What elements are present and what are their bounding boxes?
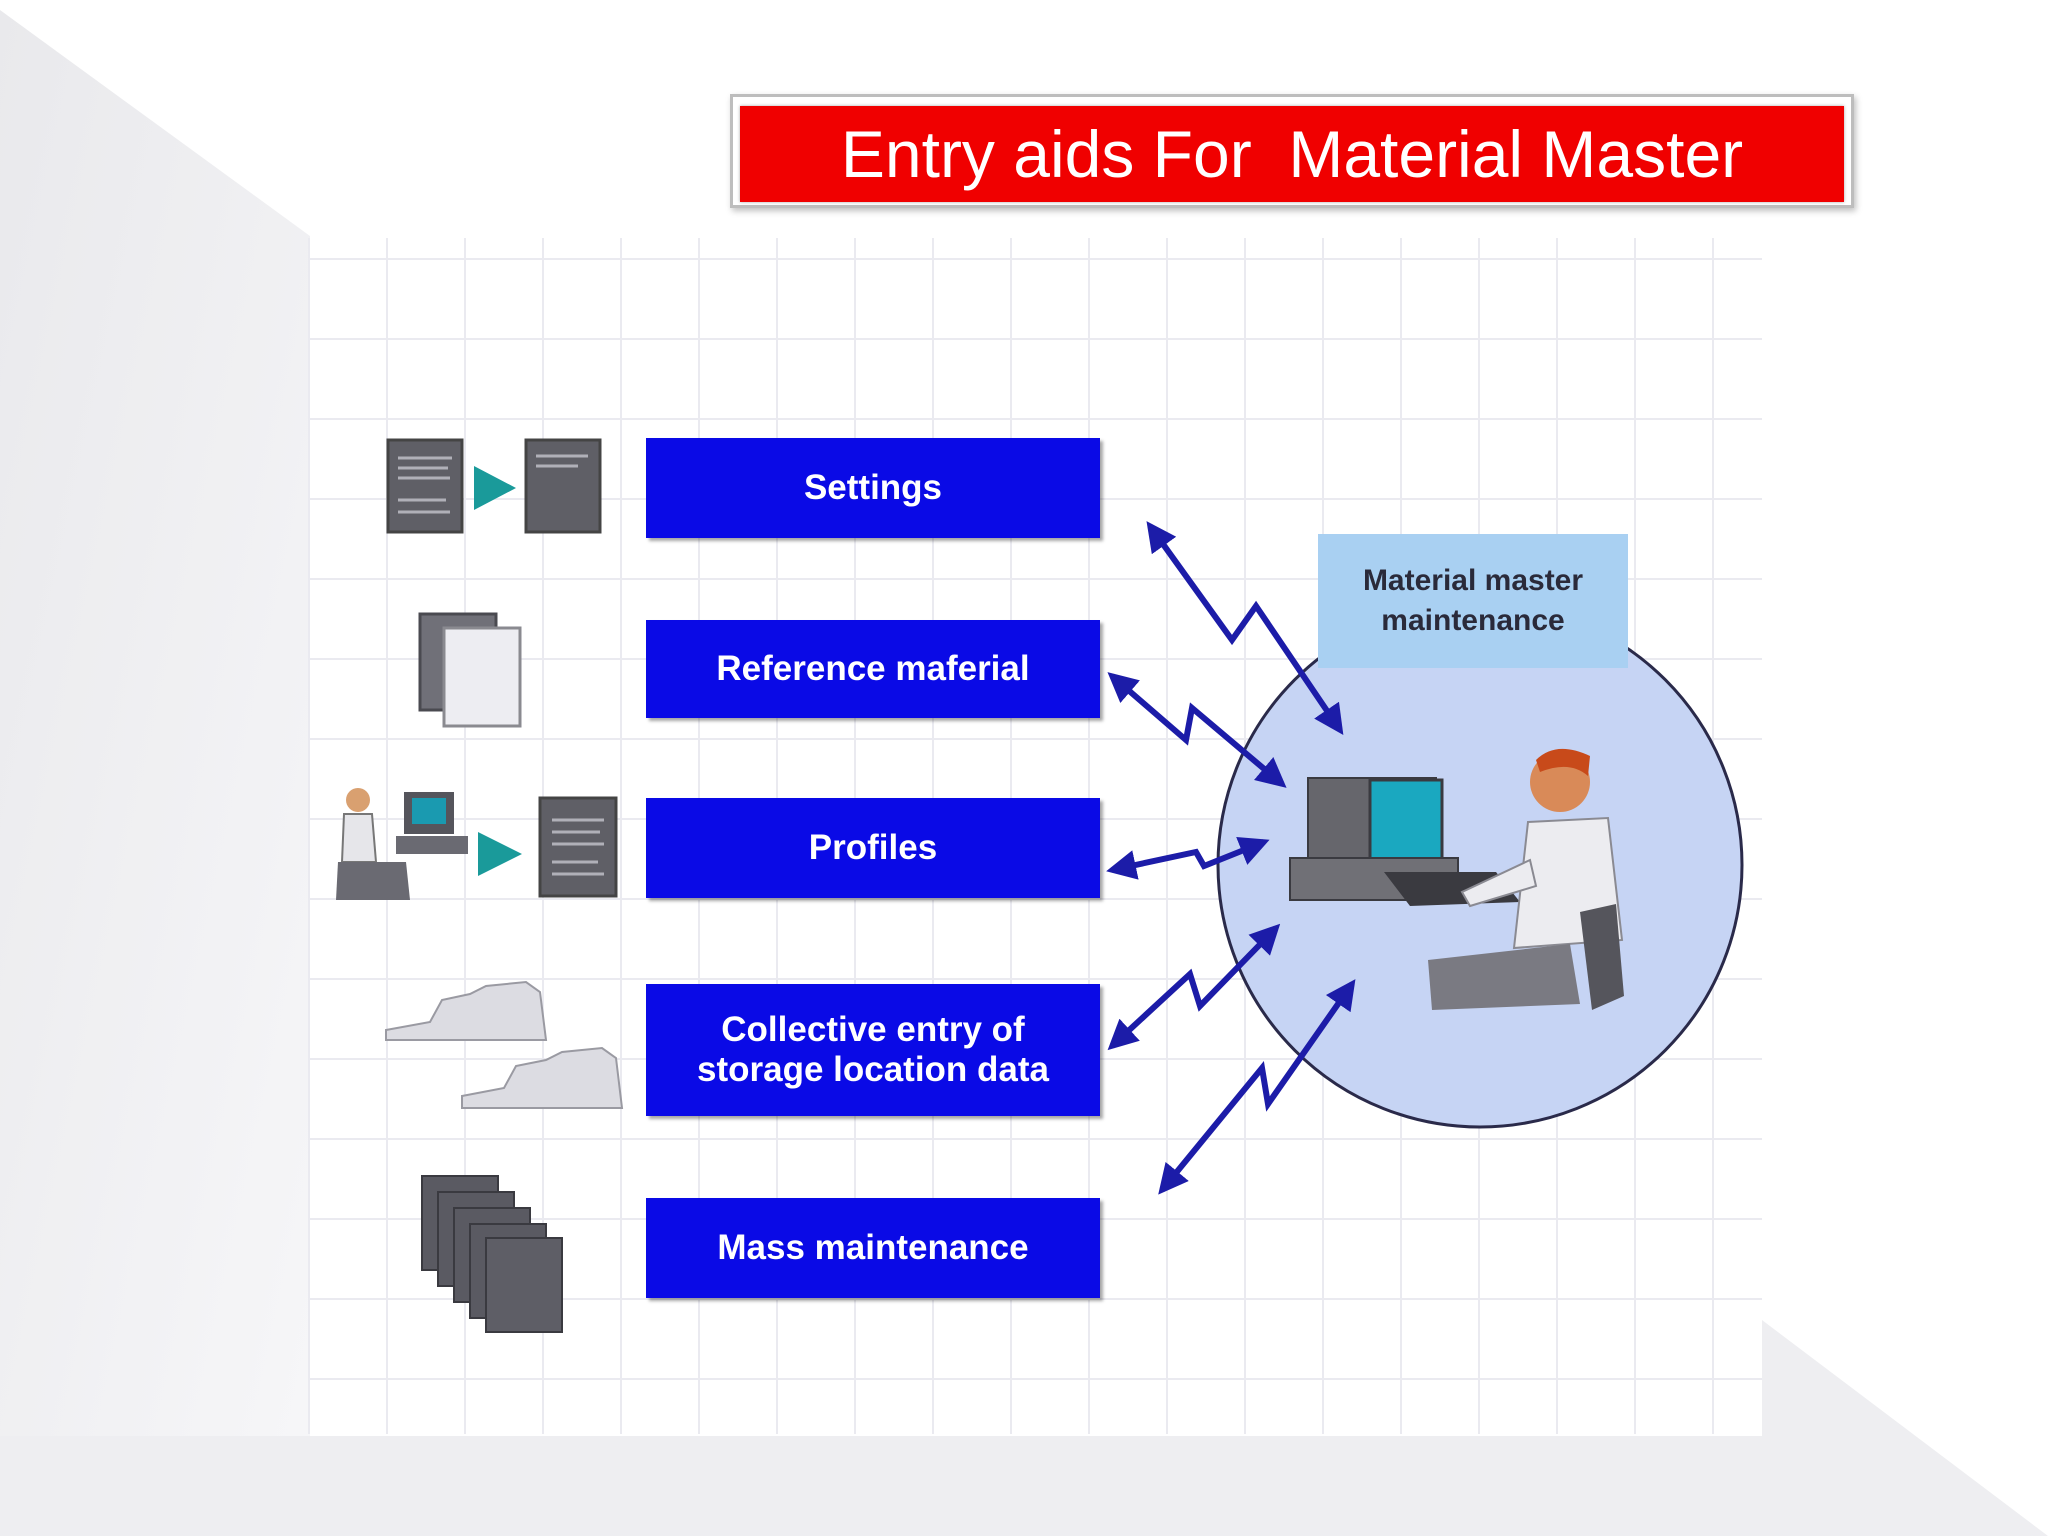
settings-link-arrow (1146, 521, 1344, 735)
settings-box: Settings (646, 438, 1100, 538)
user-computer-profile-icon (336, 788, 618, 900)
profiles-link-arrow (1106, 836, 1270, 880)
warehouses-icon (385, 980, 624, 1109)
stacked-pages-icon (421, 1175, 563, 1333)
reference-pages-icon (418, 612, 522, 728)
profiles-box: Profiles (646, 798, 1100, 898)
mass-maintenance-box: Mass maintenance (646, 1198, 1100, 1298)
reference-material-box: Reference maferial (646, 620, 1100, 718)
mass-maintenance-link-arrow (1158, 979, 1356, 1195)
maintenance-workstation-circle (1216, 601, 1744, 1129)
settings-documents-icon (386, 438, 602, 534)
reference-link-arrow (1107, 672, 1287, 788)
slide-title: Entry aids For Material Master (740, 106, 1844, 202)
material-master-maintenance-label: Material master maintenance (1318, 534, 1628, 668)
collective-entry-box: Collective entry of storage location dat… (646, 984, 1100, 1116)
